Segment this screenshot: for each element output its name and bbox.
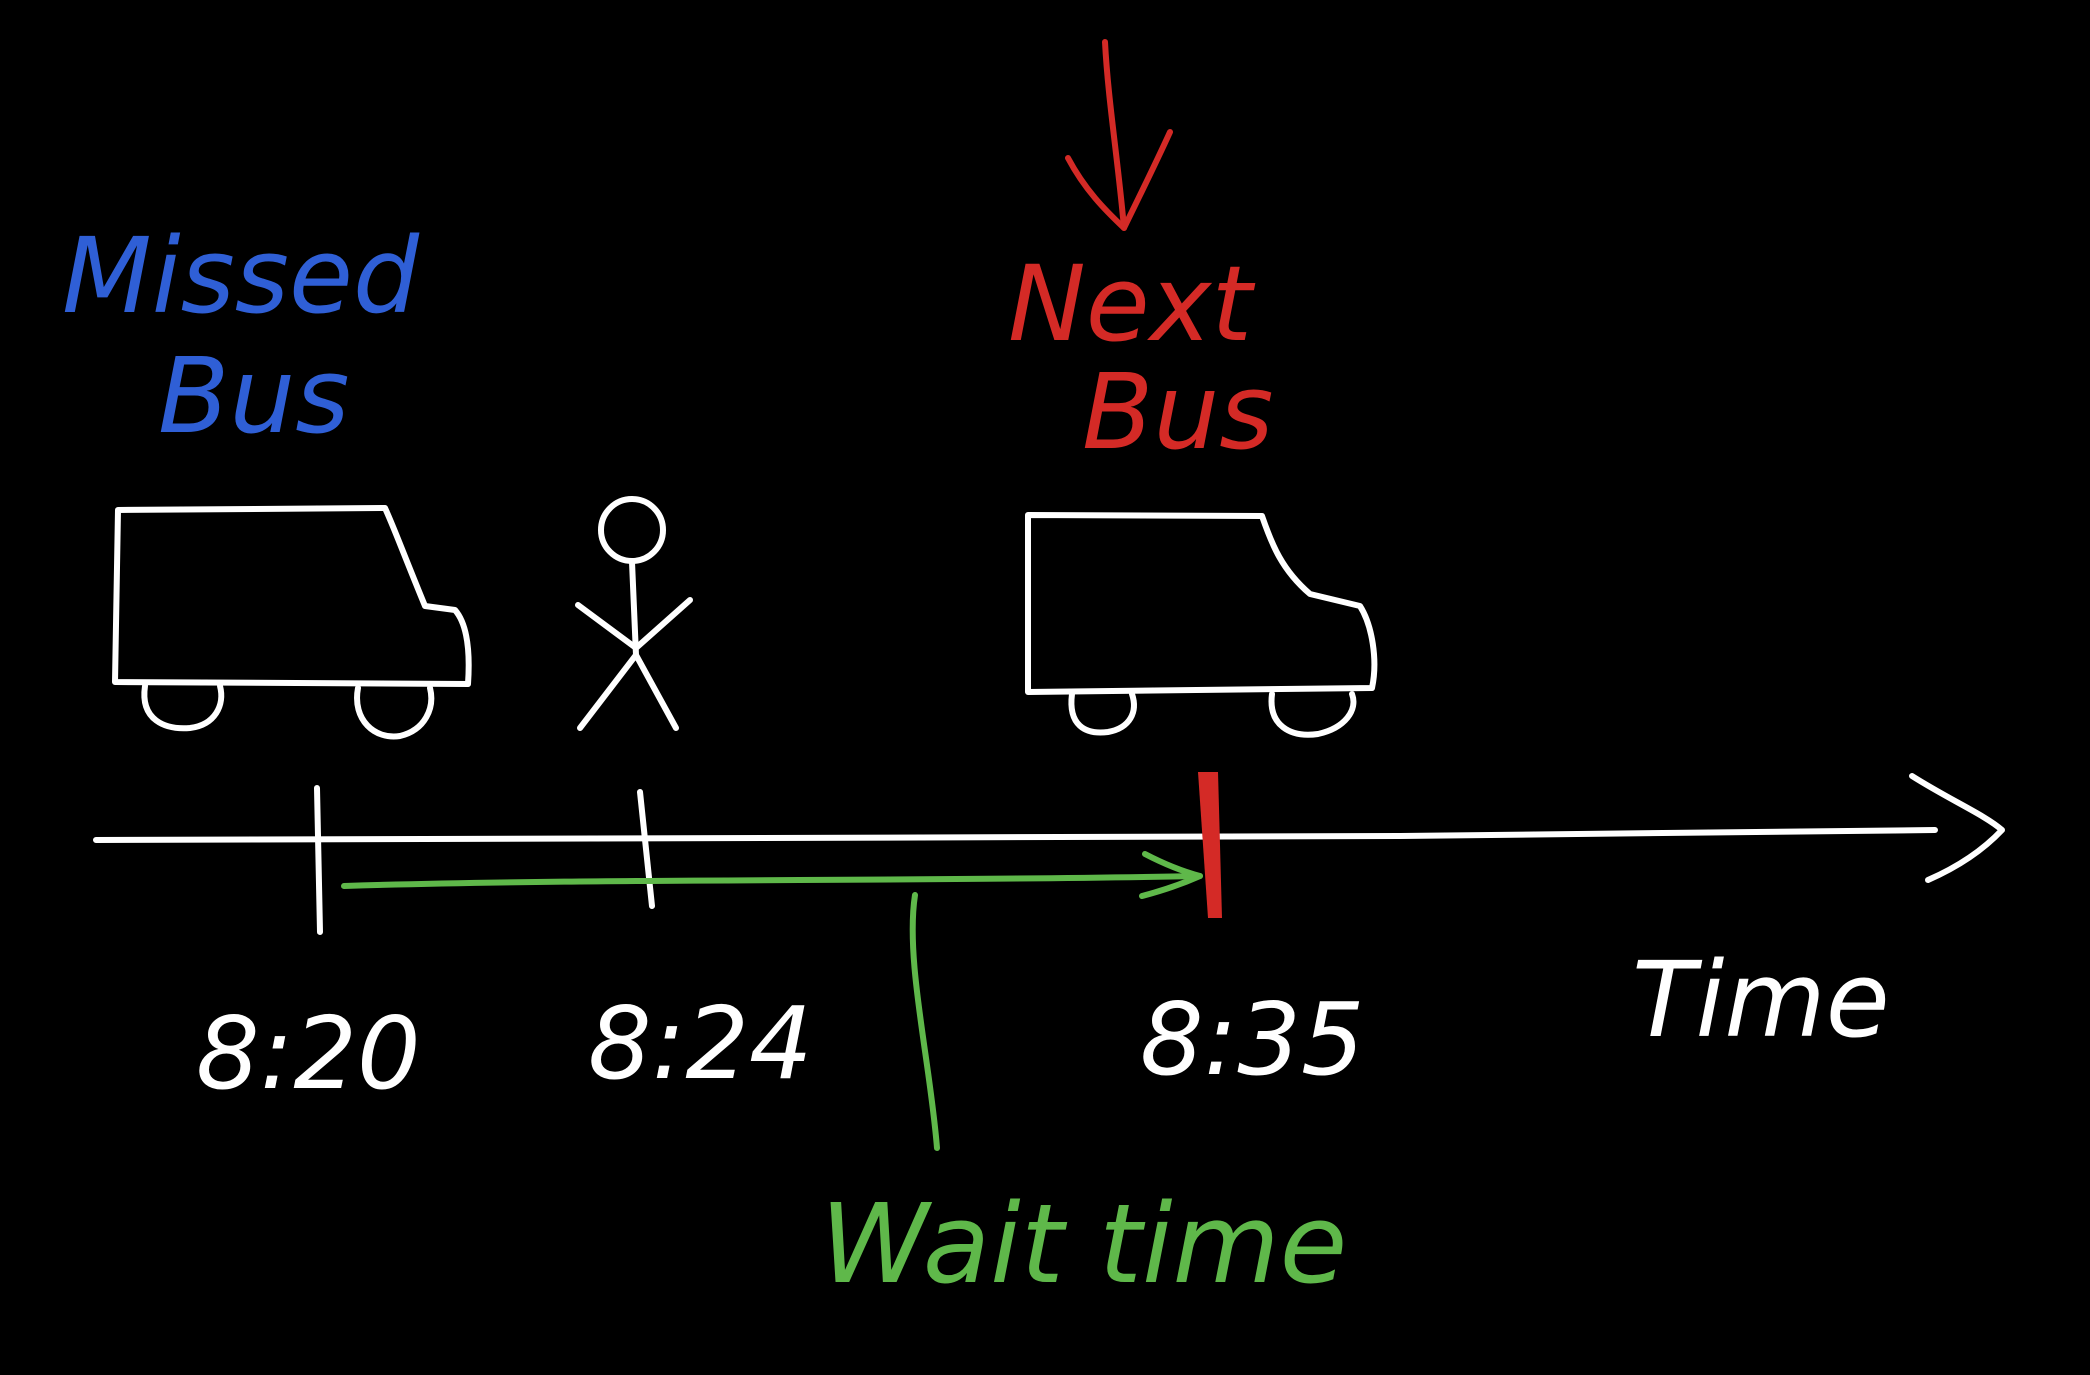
stick-figure-icon: [575, 496, 693, 731]
axis-label-time: Time: [1632, 939, 1890, 1061]
tick-label-person: 8:24: [588, 985, 813, 1102]
tick-mark-next: [1198, 772, 1222, 918]
time-axis: [93, 773, 2005, 883]
wait-time-label: Wait time: [820, 1180, 1347, 1308]
missed-bus-label-line2: Bus: [158, 335, 349, 457]
tick-mark-missed: [314, 785, 323, 935]
tick-label-missed: 8:20: [196, 995, 421, 1112]
tick-label-next: 8:35: [1140, 981, 1365, 1098]
next-bus-label-line2: Bus: [1082, 351, 1273, 473]
wait-time-arrow: [341, 851, 1203, 1151]
tick-mark-person: [637, 789, 655, 909]
next-bus-icon: [1025, 512, 1378, 738]
down-arrow-icon: [1065, 39, 1173, 231]
next-bus-label-line1: Next: [1008, 243, 1255, 365]
missed-bus-icon: [112, 505, 472, 740]
missed-bus-label-line1: Missed: [62, 215, 420, 337]
